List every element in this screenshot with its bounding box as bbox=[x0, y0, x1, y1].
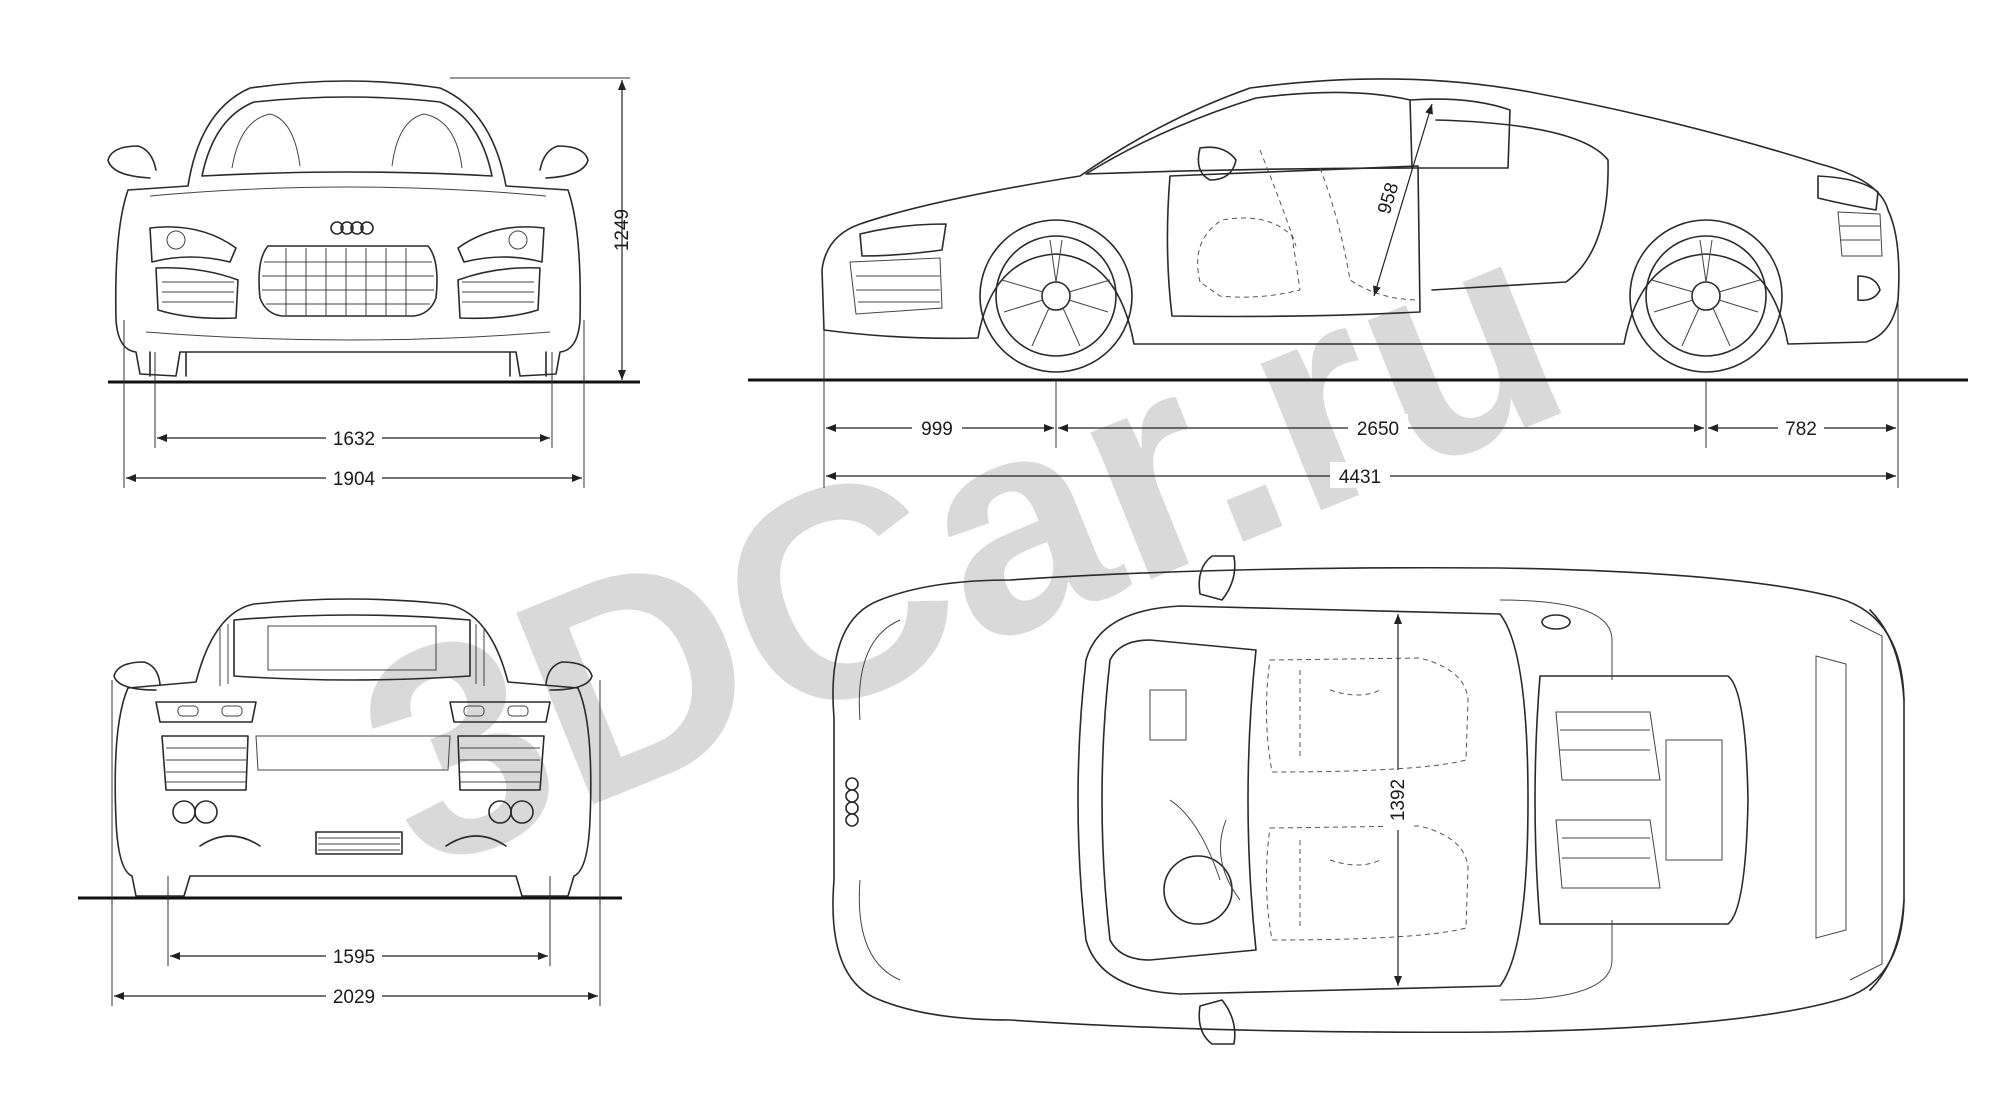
top-mirror-lower bbox=[1198, 999, 1236, 1045]
rear-taillight-left bbox=[155, 701, 257, 723]
front-mirror-right bbox=[539, 145, 589, 179]
dim-front-overhang: 999 bbox=[921, 419, 953, 440]
side-view: 958 999 2650 782 4431 bbox=[748, 78, 1968, 488]
front-headlight-left bbox=[149, 226, 237, 263]
rear-taillight-right bbox=[449, 701, 551, 723]
side-mirror bbox=[1197, 146, 1237, 181]
top-mirror-upper bbox=[1198, 555, 1236, 601]
dim-wheelbase: 2650 bbox=[1357, 419, 1399, 440]
dim-front-width: 1904 bbox=[333, 469, 376, 490]
dim-cabin-width: 1392 bbox=[1388, 779, 1409, 821]
rear-exhausts bbox=[172, 800, 534, 824]
side-body bbox=[821, 78, 1900, 345]
front-headlight-right bbox=[457, 226, 545, 263]
top-engine-bay bbox=[1534, 675, 1749, 925]
side-blade bbox=[1431, 119, 1609, 291]
top-seat-right bbox=[1265, 825, 1469, 941]
dim-rear-width: 2029 bbox=[333, 987, 375, 1008]
dim-door-line bbox=[1373, 103, 1433, 297]
top-front-logo bbox=[845, 777, 859, 827]
front-seats bbox=[231, 113, 463, 169]
dim-length: 4431 bbox=[1339, 467, 1381, 488]
front-body bbox=[114, 80, 582, 377]
side-wheel-front bbox=[979, 219, 1133, 373]
side-headlight bbox=[859, 223, 947, 257]
rear-window bbox=[233, 614, 471, 681]
rear-body bbox=[114, 598, 592, 897]
dim-rear-track: 1595 bbox=[333, 947, 375, 968]
side-window bbox=[1085, 91, 1413, 175]
top-windshield bbox=[1101, 639, 1257, 961]
rear-plate-area bbox=[315, 831, 403, 855]
side-wheel-rear bbox=[1629, 219, 1783, 373]
front-grille bbox=[258, 245, 438, 317]
top-roof bbox=[1077, 605, 1529, 995]
side-door bbox=[1166, 165, 1421, 318]
top-view: 1392 bbox=[832, 555, 1905, 1045]
front-logo bbox=[330, 221, 374, 235]
front-mirror-left bbox=[107, 145, 157, 179]
rear-view: 1595 2029 bbox=[78, 598, 622, 1008]
top-steering-wheel bbox=[1163, 855, 1233, 925]
top-fuel-cap bbox=[1541, 614, 1571, 630]
front-view: 1249 1632 1904 bbox=[107, 77, 640, 490]
front-windshield bbox=[201, 96, 493, 177]
side-seat bbox=[1197, 149, 1421, 301]
dim-front-track: 1632 bbox=[333, 429, 375, 450]
top-seat-left bbox=[1265, 657, 1469, 773]
dim-rear-overhang: 782 bbox=[1785, 419, 1817, 440]
dim-front-height: 1249 bbox=[612, 209, 633, 251]
